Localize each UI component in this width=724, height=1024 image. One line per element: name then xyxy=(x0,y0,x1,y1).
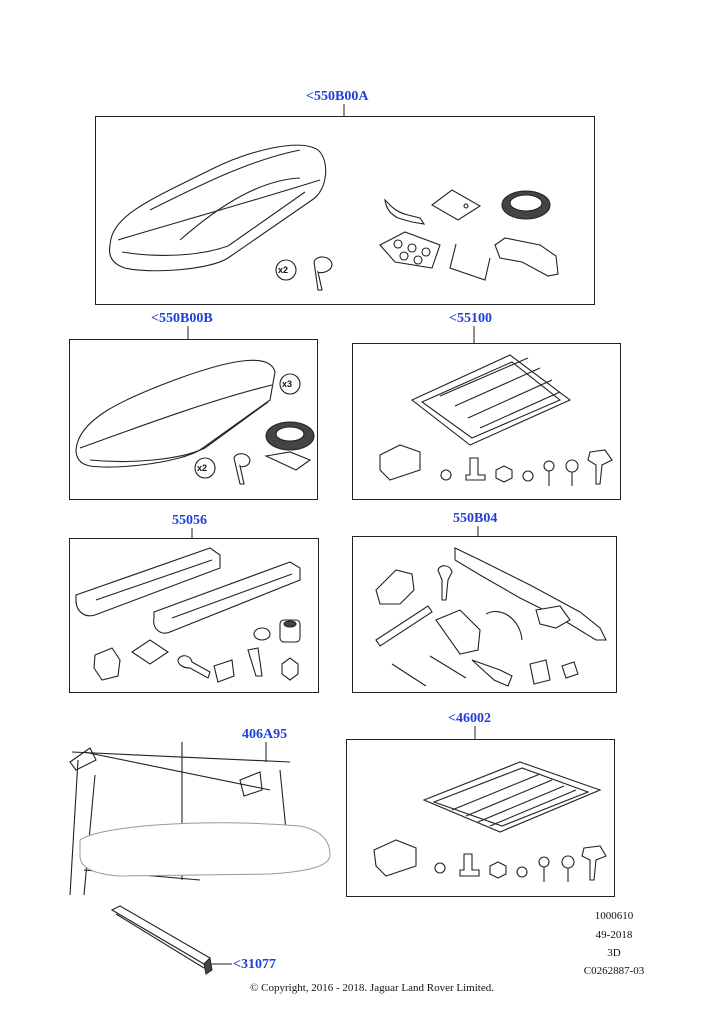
profile-bar-31077 xyxy=(110,905,213,975)
callout-550b04[interactable]: 550B04 xyxy=(453,511,498,526)
callout-46002[interactable]: <46002 xyxy=(448,711,491,726)
panel-550b04 xyxy=(352,536,617,693)
svg-text:x3: x3 xyxy=(282,379,292,389)
callout-406a95[interactable]: 406A95 xyxy=(242,727,288,742)
reference-line-2: 49-2018 xyxy=(595,929,633,941)
panel-55100 xyxy=(352,343,621,500)
roof-box-large xyxy=(108,144,327,272)
roof-box-medium: x2 x3 xyxy=(75,359,315,485)
reference-line-1: 1000610 xyxy=(594,910,634,922)
callout-55056[interactable]: 55056 xyxy=(172,513,207,528)
roof-rack-55100 xyxy=(379,354,613,486)
bike-carrier-550b04 xyxy=(375,547,607,687)
svg-text:x2: x2 xyxy=(278,265,288,275)
roof-rack-46002 xyxy=(373,761,607,882)
ski-carrier-55056 xyxy=(75,547,301,683)
panel-55056 xyxy=(69,538,319,693)
panel-46002 xyxy=(346,739,615,897)
callout-550b00b[interactable]: <550B00B xyxy=(151,311,213,326)
hoist-406a95 xyxy=(69,742,331,896)
reference-line-4: C0262887-03 xyxy=(583,965,645,977)
panel-550b00a xyxy=(95,116,595,305)
callout-550b00a[interactable]: <550B00A xyxy=(306,89,369,104)
svg-text:x2: x2 xyxy=(197,463,207,473)
copyright-notice: © Copyright, 2016 - 2018. Jaguar Land Ro… xyxy=(250,982,494,994)
callout-55100[interactable]: <55100 xyxy=(449,311,492,326)
reference-line-3: 3D xyxy=(607,947,621,959)
callout-31077[interactable]: <31077 xyxy=(233,957,276,972)
panel-550b00b xyxy=(69,339,318,500)
hardware-set-a: x2 xyxy=(275,189,559,291)
